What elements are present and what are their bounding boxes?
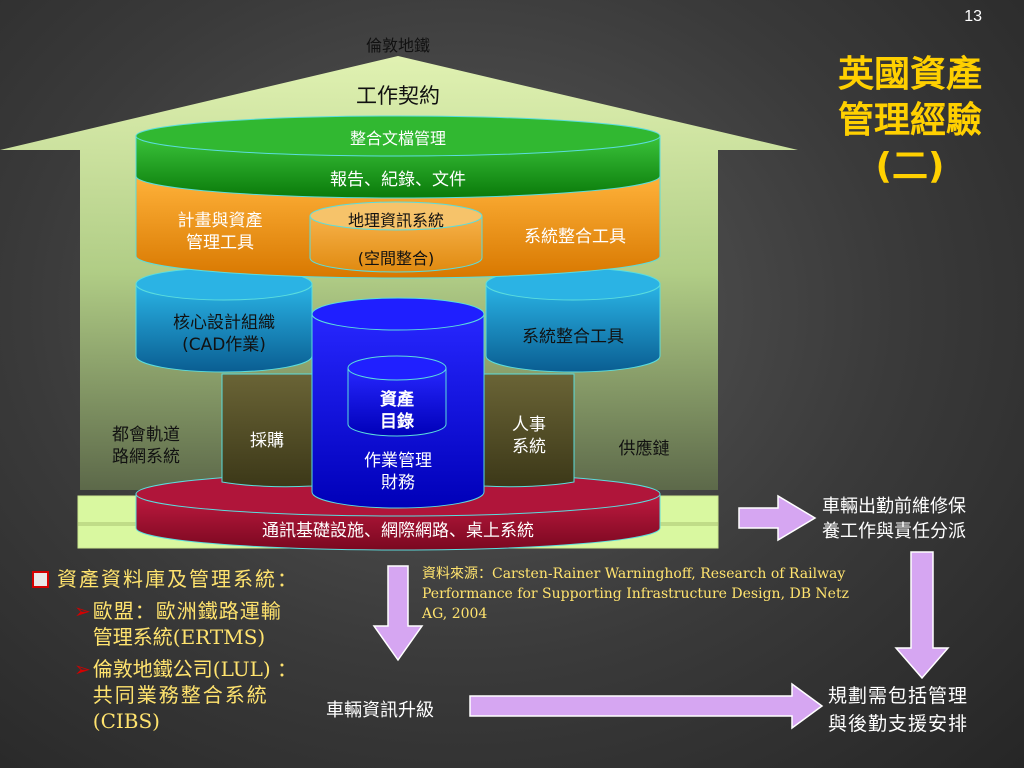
title-line-3: (二) (875, 146, 945, 187)
asset-catalog-label: 資產 目錄 (380, 390, 414, 432)
reports-records-label: 報告、紀錄、文件 (330, 170, 466, 190)
planning-tools-label: 計畫與資產 管理工具 (177, 211, 263, 253)
contract-label: 工作契約 (356, 84, 440, 108)
left-wall-label: 都會軌道 路網系統 (112, 425, 180, 467)
arrow-bullet-icon: ➢ (74, 657, 91, 681)
hr-system-label: 人事 系統 (512, 415, 546, 457)
infrastructure-label: 通訊基礎設施、網際網路、桌上系統 (262, 521, 534, 541)
gis-cylinder (309, 201, 483, 273)
arrow-down-to-vehicle-upgrade (372, 565, 424, 662)
system-integration-label-lower: 系統整合工具 (522, 327, 624, 347)
arrow-right-to-planning (469, 682, 824, 730)
planning-label: 規劃需包括管理 與後勤支援安排 (828, 685, 969, 735)
bullet-sub-1: ➢ 歐盟：歐洲鐵路運輸 管理系統(ERTMS) (74, 599, 282, 649)
roof-label: 倫敦地鐵 (365, 36, 430, 55)
supply-chain-label: 供應鏈 (618, 439, 670, 459)
slide-title: 英國資產 管理經驗 (二) (838, 52, 982, 190)
title-line-2: 管理經驗 (837, 100, 982, 141)
dispatch-maintenance-label: 車輛出勤前維修保 養工作與責任分派 (822, 496, 966, 542)
hr-cylinder (483, 373, 575, 488)
bullet-sub-2: ➢ 倫敦地鐵公司(LUL) ： 共同業務整合系統 (CIBS) (74, 657, 298, 733)
asset-catalog-cylinder (347, 355, 447, 437)
gis-label: 地理資訊系統 (347, 211, 444, 230)
system-integration-cylinder-lower (485, 267, 661, 373)
operations-finance-label: 作業管理 財務 (364, 451, 432, 493)
arrow-right-to-dispatch (738, 494, 817, 542)
source-citation: 資料來源：Carsten-Rainer Warninghoff, Researc… (422, 566, 849, 622)
bullet-main: 資產資料庫及管理系統： (32, 566, 299, 592)
vehicle-upgrade-label: 車輛資訊升級 (326, 700, 434, 721)
procurement-label: 採購 (250, 431, 284, 451)
system-integration-label-upper: 系統整合工具 (524, 227, 626, 247)
checkbox-bullet-icon (32, 571, 49, 588)
spatial-integration-label: (空間整合) (357, 249, 435, 268)
green-cylinder (135, 115, 661, 199)
document-management-label: 整合文檔管理 (349, 129, 446, 148)
title-line-1: 英國資產 (837, 54, 982, 95)
arrow-bullet-icon: ➢ (74, 599, 91, 623)
bullet-list: 資產資料庫及管理系統： ➢ 歐盟：歐洲鐵路運輸 管理系統(ERTMS) ➢ 倫敦… (32, 566, 299, 734)
page-number: 13 (964, 8, 982, 25)
core-design-cylinder (135, 267, 313, 373)
arrow-down-from-dispatch (894, 551, 950, 680)
core-design-label: 核心設計組織 (CAD作業) (173, 313, 275, 355)
